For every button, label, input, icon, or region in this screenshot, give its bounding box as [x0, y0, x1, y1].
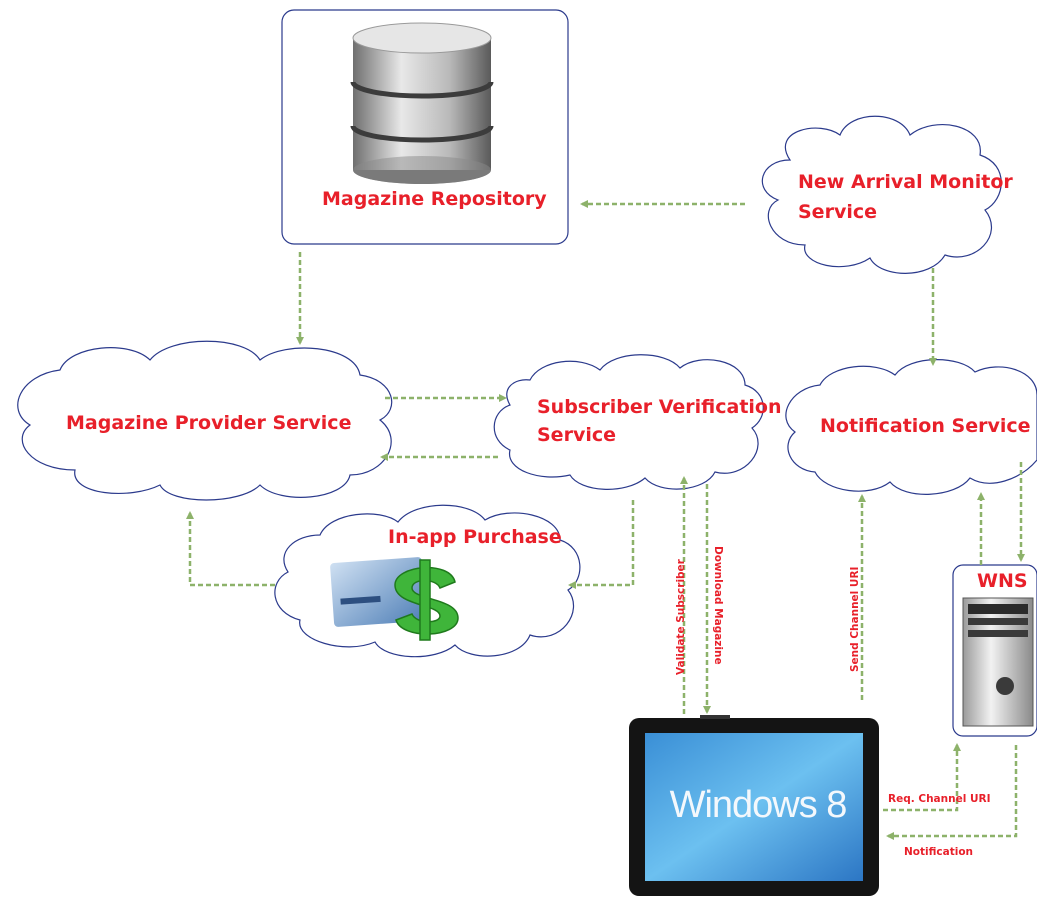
notification-edge-label: Notification	[904, 846, 974, 858]
in-app-purchase-cloud	[274, 504, 581, 658]
wns-label: WNS	[977, 570, 1028, 592]
send-channel-uri-label: Send Channel URI	[849, 566, 861, 672]
notification-service-cloud	[785, 359, 1037, 495]
download-magazine-label: Download Magazine	[712, 546, 724, 665]
notification-service-label: Notification Service	[820, 415, 1031, 437]
subscriber-verification-cloud	[493, 354, 764, 490]
arrow-req-channel-uri	[883, 743, 961, 812]
windows-8-tablet	[629, 715, 879, 896]
arrow-notification	[886, 745, 1018, 840]
new-arrival-monitor-cloud	[761, 115, 1002, 274]
subscriber-verification-label-line2: Service	[537, 424, 616, 446]
req-channel-uri-label: Req. Channel URI	[888, 793, 991, 805]
in-app-purchase-label: In-app Purchase	[388, 526, 562, 548]
validate-subscriber-label: Validate Subscriber	[675, 559, 687, 675]
new-arrival-monitor-label-line1: New Arrival Monitor	[798, 171, 1013, 193]
wns-node	[952, 564, 1037, 737]
tablet-screen-text: Windows 8	[670, 784, 847, 826]
magazine-repository-label: Magazine Repository	[322, 188, 547, 210]
arrow-purchase-to-provider	[186, 511, 275, 587]
magazine-repository-node	[281, 9, 569, 245]
new-arrival-monitor-label-line2: Service	[798, 201, 877, 223]
arrows	[186, 200, 1025, 840]
server-icon	[962, 597, 1034, 727]
database-icon	[350, 22, 494, 184]
magazine-provider-label: Magazine Provider Service	[66, 412, 352, 434]
arrow-verification-to-purchase	[568, 500, 635, 589]
magazine-provider-cloud	[17, 340, 393, 501]
dollar-sign-icon	[394, 559, 459, 641]
subscriber-verification-label-line1: Subscriber Verification	[537, 396, 782, 418]
